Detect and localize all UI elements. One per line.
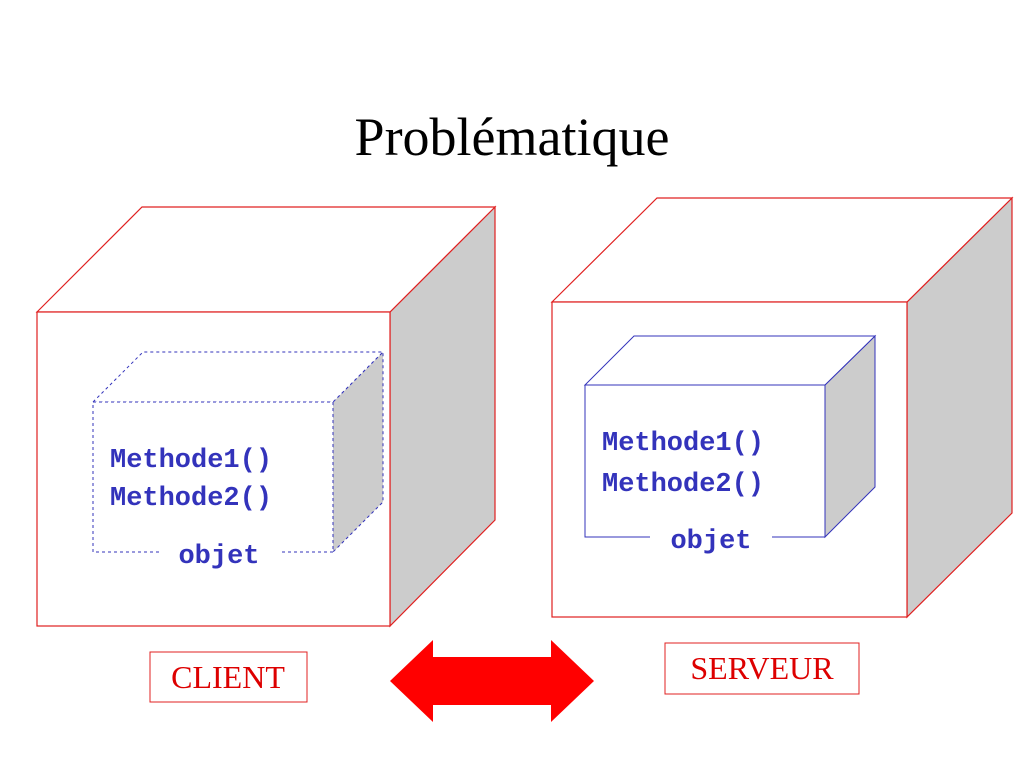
- server-label-frame: [664, 642, 860, 695]
- server-label-box: SERVEUR: [664, 642, 860, 695]
- client-method-1: Methode1(): [110, 446, 272, 476]
- client-object-front-face: [92, 401, 334, 553]
- client-label: CLIENT: [171, 659, 285, 695]
- client-method-2: Methode2(): [110, 484, 272, 514]
- client-label-frame: [149, 651, 308, 703]
- server-method-2: Methode2(): [602, 470, 764, 500]
- server-objet-label: objet: [670, 527, 751, 557]
- server-object-top-face: [583, 335, 877, 386]
- server-object-front-face: [584, 384, 826, 538]
- client-objet-label-gap: [160, 538, 280, 568]
- server-label: SERVEUR: [690, 650, 834, 686]
- client-object-top-face: [91, 351, 385, 403]
- client-object-side-face: [332, 350, 384, 554]
- client-label-box: CLIENT: [149, 651, 308, 703]
- double-arrow-icon: [390, 640, 594, 722]
- client-object-box: Methode1() Methode2() objet: [91, 350, 385, 572]
- page-title: Problématique: [355, 107, 670, 167]
- server-objet-label-gap: [650, 523, 772, 553]
- client-objet-label: objet: [178, 542, 259, 572]
- server-object-box: Methode1() Methode2() objet: [583, 334, 877, 557]
- server-method-1: Methode1(): [602, 429, 764, 459]
